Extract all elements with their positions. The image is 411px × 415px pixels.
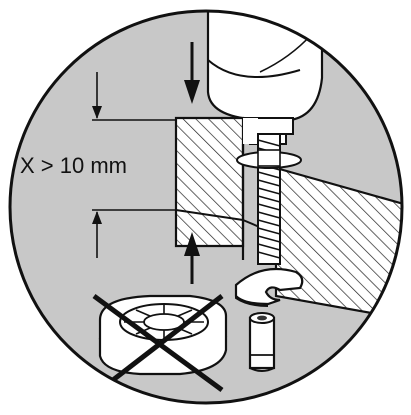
threaded-rod bbox=[236, 133, 302, 265]
disc-outline bbox=[8, 9, 404, 405]
sleeve-nut-icon bbox=[248, 312, 276, 372]
spacer-washer-icon bbox=[234, 267, 304, 307]
spider-coupling-crossed-out-icon bbox=[92, 293, 228, 393]
dimension-marker: X > 10 mm bbox=[20, 72, 176, 258]
press-arrows bbox=[184, 42, 200, 284]
dimension-label: X > 10 mm bbox=[20, 153, 127, 178]
